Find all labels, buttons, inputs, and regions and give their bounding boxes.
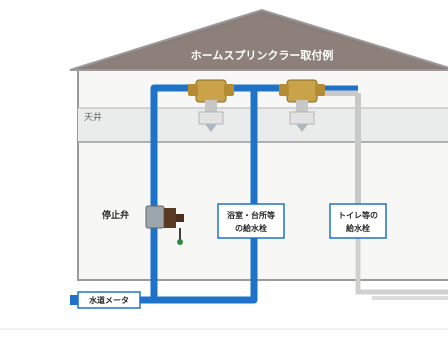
- bath-kitchen-label-line2: の給水栓: [235, 223, 267, 233]
- house-body: [77, 67, 448, 281]
- water-meter-label: 水道メータ: [77, 291, 141, 309]
- toilet-label-line1: トイレ等の: [338, 210, 378, 220]
- diagram-title: ホームスプリンクラー取付例: [191, 48, 334, 62]
- bath-blue-pipe: [164, 88, 258, 304]
- toilet-supply-pipe: [355, 232, 448, 295]
- bath-kitchen-label-line1: 浴室・台所等: [227, 210, 275, 220]
- roof-inner: [86, 16, 440, 66]
- ceiling-label: 天井: [84, 111, 102, 123]
- stop-valve: [145, 205, 184, 245]
- sprinkler-head-1: [188, 79, 234, 132]
- toilet-label-line2: 給水栓: [346, 223, 370, 233]
- sprinkler-head-2: [279, 79, 325, 132]
- bath-kitchen-label: 浴室・台所等 の給水栓: [217, 203, 285, 239]
- water-meter-label-text: 水道メータ: [88, 295, 129, 305]
- meter-connector: [70, 295, 78, 305]
- stop-valve-label: 停止弁: [102, 209, 129, 221]
- toilet-label: トイレ等の 給水栓: [329, 203, 387, 239]
- ceiling-band: [78, 108, 448, 142]
